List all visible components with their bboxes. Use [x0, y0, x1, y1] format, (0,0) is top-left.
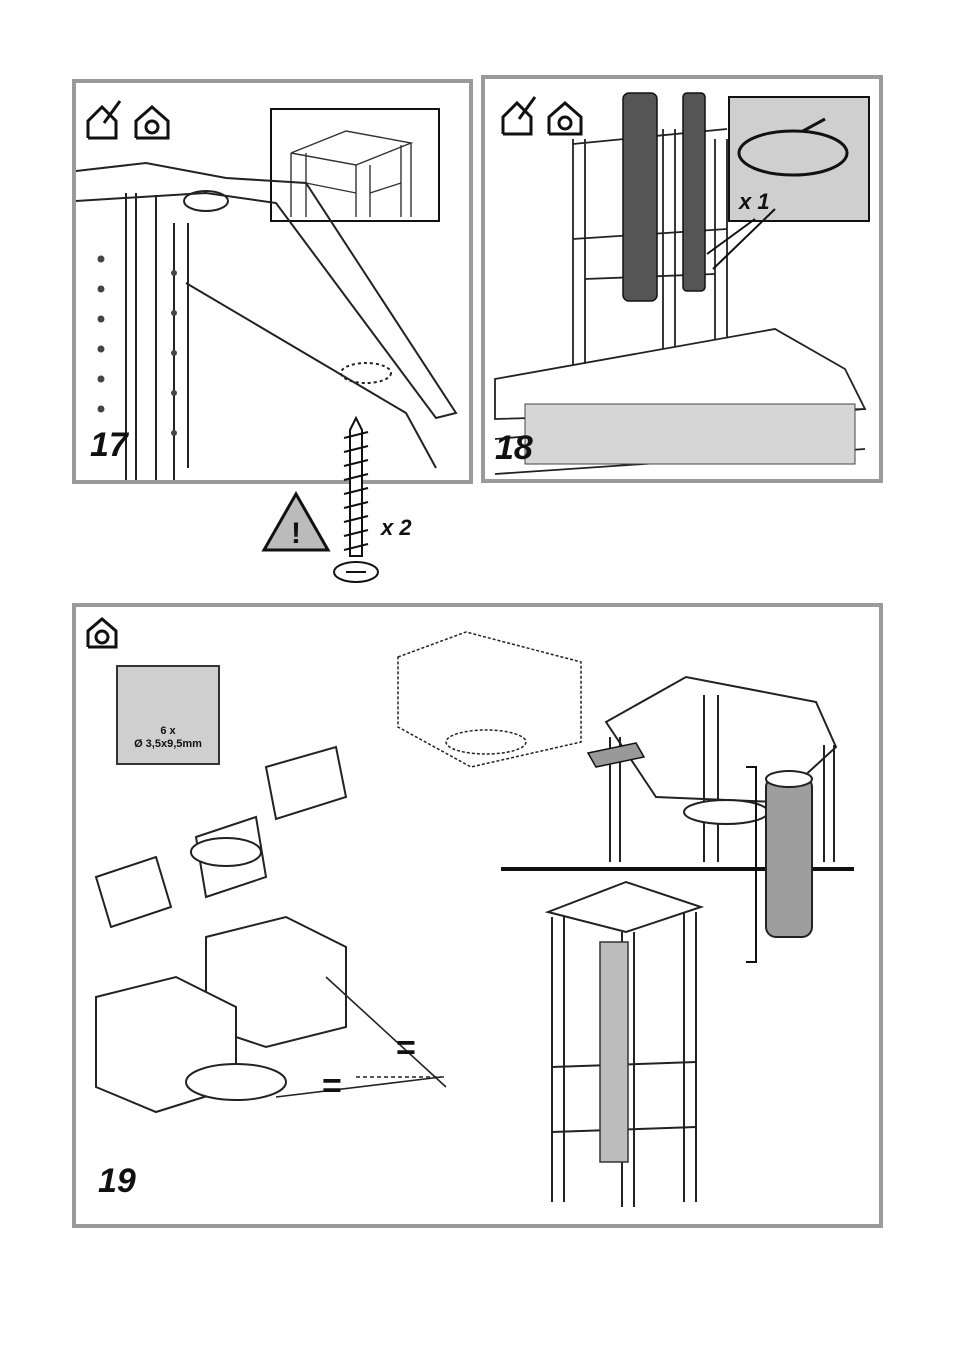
- step-18-panel: x 1 18: [481, 75, 883, 483]
- equal-mark: =: [322, 1067, 342, 1106]
- recirculation-icon: [88, 619, 116, 647]
- step-17-panel: 17: [72, 79, 473, 484]
- recirculation-icon: [549, 103, 581, 134]
- clamp-quantity: x 1: [739, 189, 770, 215]
- svg-text:!: !: [291, 517, 301, 550]
- step-17-illustration: [76, 83, 473, 484]
- flex-hose-icon: [766, 771, 812, 937]
- warning-icon: !: [264, 494, 328, 550]
- screw-quantity: x 2: [381, 515, 412, 541]
- step-19-panel: 6 x Ø 3,5x9,5mm = = 19: [72, 603, 883, 1228]
- step-18-illustration: [485, 79, 883, 483]
- screw-spec-size: Ø 3,5x9,5mm: [118, 738, 218, 751]
- recirculation-icon: [136, 107, 168, 138]
- duct-out-icon: [503, 97, 535, 134]
- step-number: 19: [98, 1162, 136, 1201]
- duct-out-icon: [88, 101, 120, 138]
- screw-spec-qty: 6 x: [118, 725, 218, 738]
- screw-spec-box: 6 x Ø 3,5x9,5mm: [116, 665, 220, 765]
- step-number: 18: [495, 429, 533, 468]
- equal-mark: =: [396, 1029, 416, 1068]
- step-number: 17: [90, 426, 128, 465]
